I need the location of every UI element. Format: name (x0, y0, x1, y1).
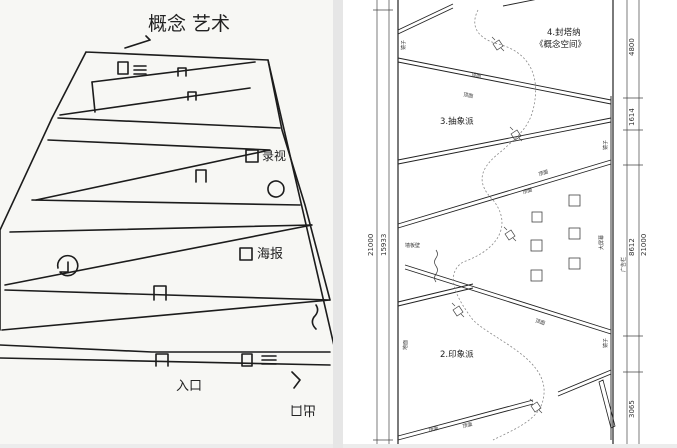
partition-9 (502, 0, 536, 7)
sketch-box-4 (241, 353, 253, 367)
sketch-exit-arrow (291, 371, 301, 389)
visitor-figure (491, 36, 505, 52)
label-display: 大屏幕 (598, 235, 605, 250)
hand-sketch-panel: 概念 艺术 录视 海报 入口 出口 (0, 0, 333, 444)
exhibit-box (531, 211, 543, 223)
sketch-door-2 (187, 91, 197, 101)
sketch-squiggle (311, 304, 319, 330)
label-mirror-3: 镜子 (602, 338, 609, 348)
sketch-bottom (0, 344, 331, 353)
floor-plan-drawing: 4.封塔纳 《概念空间》 3.抽象派 2.印象派 镜子 镜子 镜子 顶面 顶面 … (367, 0, 648, 444)
sketch-box-1 (117, 61, 129, 75)
visitor-figure (503, 226, 517, 242)
label-floor-1: 地面 (402, 340, 409, 350)
sketch-door-4 (153, 285, 167, 301)
dim-left-outer: 21000 (367, 234, 375, 256)
exhibit-box (568, 194, 581, 207)
label-mirror-2: 镜子 (602, 140, 609, 150)
visitor-figure (509, 126, 523, 142)
label-light-5: 顶面 (534, 318, 545, 327)
sketch-drawing: 概念 艺术 录视 海报 入口 出口 (0, 12, 333, 417)
sketch-label-video: 录视 (262, 148, 286, 163)
visitor-figure (451, 302, 465, 318)
partition-5 (404, 264, 612, 335)
label-light-2: 顶面 (463, 92, 474, 100)
room-label-3: 3.抽象派 (440, 116, 474, 127)
label-ad: 广告栏 (620, 257, 627, 272)
label-light-7: 顶面 (462, 422, 473, 430)
sketch-wall-5 (31, 199, 301, 206)
room-label-4-sub: 《概念空间》 (535, 39, 586, 50)
sketch-box-3 (239, 247, 253, 261)
room-label-2: 2.印象派 (440, 349, 474, 360)
label-light-3: 顶面 (538, 169, 549, 178)
sketch-round-1 (267, 180, 285, 198)
sketch-title: 概念 艺术 (148, 12, 230, 35)
exhibit-box (530, 239, 543, 252)
exhibit-box (568, 257, 581, 270)
dim-right-21000: 21000 (640, 234, 648, 256)
sketch-label-entrance: 入口 (176, 379, 202, 394)
label-mirror-1: 镜子 (400, 40, 407, 50)
partition-4 (397, 159, 612, 229)
sketch-box-2 (245, 149, 259, 163)
dim-right-8612: 8612 (628, 238, 636, 256)
sketch-label-poster: 海报 (257, 247, 283, 262)
label-light-4: 顶面 (522, 187, 533, 196)
sketch-door-3 (195, 169, 207, 183)
sketch-wall-1 (91, 61, 256, 83)
partition-3 (397, 117, 612, 165)
sketch-wall-7 (1, 289, 331, 331)
partition-2 (397, 57, 612, 105)
dim-left-inner: 15933 (380, 234, 388, 256)
label-wall-left: 墙板壁 (405, 242, 420, 249)
wavy-wall (434, 249, 438, 283)
sketch-wall-6 (4, 224, 313, 286)
sketch-bottom-2 (0, 357, 331, 366)
panel-gap (333, 0, 343, 448)
exhibit-box (530, 269, 543, 282)
sketch-wall-2 (59, 81, 251, 116)
sketch-round-2 (56, 254, 79, 277)
slanted-panel (598, 379, 616, 429)
sketch-right-edge (267, 59, 331, 301)
sketch-wall-3 (57, 117, 281, 129)
dim-right-3065: 3065 (628, 400, 636, 418)
sketch-door-1 (177, 67, 187, 77)
sketch-label-exit: 出口 (290, 402, 316, 417)
plan-outer-wall (397, 0, 614, 444)
exhibit-box (568, 227, 581, 240)
sketch-door-5 (155, 353, 169, 367)
visitor-figure (529, 398, 543, 414)
sketch-wall-4 (35, 139, 271, 201)
partition-6 (397, 283, 474, 307)
label-light-6: 顶面 (428, 426, 439, 434)
floor-plan-panel: 4.封塔纳 《概念空间》 3.抽象派 2.印象派 镜子 镜子 镜子 顶面 顶面 … (343, 0, 677, 444)
partition-1 (397, 3, 454, 35)
dim-right-4800: 4800 (628, 38, 636, 56)
visitor-path (452, 9, 545, 441)
partition-7 (557, 369, 612, 397)
label-light-1: 顶面 (471, 72, 482, 80)
sketch-title-arrow (124, 35, 151, 49)
partition-8 (397, 399, 534, 441)
dim-right-1614: 1614 (628, 108, 636, 126)
room-label-4: 4.封塔纳 (547, 27, 581, 38)
